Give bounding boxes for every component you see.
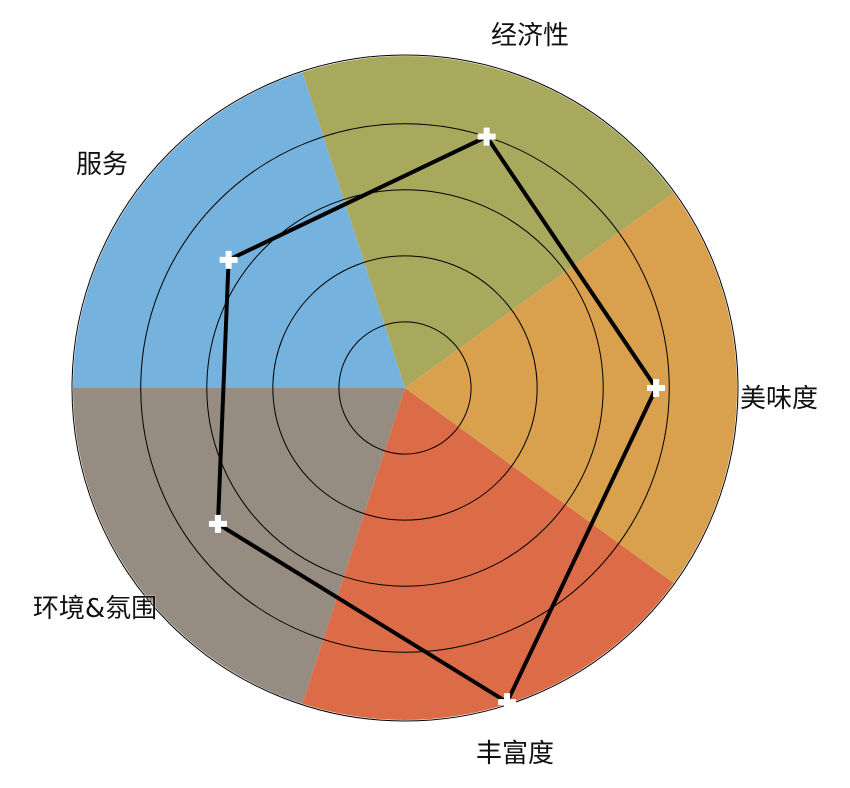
data-point-3: [208, 514, 227, 533]
data-point-1: [647, 379, 666, 397]
sector-4: [73, 72, 405, 388]
sector-2: [302, 388, 674, 721]
axis-label-economy: 经济性: [491, 21, 569, 51]
data-point-2: [498, 693, 517, 712]
grid-ring: [272, 255, 538, 521]
sector-1: [405, 192, 737, 584]
sector-0: [302, 56, 674, 389]
grid-ring: [140, 123, 670, 653]
axis-label-environment: 环境&氛围: [33, 594, 157, 624]
data-point-0: [477, 127, 496, 146]
grid-ring: [206, 189, 604, 587]
data-point-4: [219, 250, 238, 269]
sector-3: [73, 388, 405, 704]
axis-label-variety: 丰富度: [476, 739, 554, 769]
series-line: [215, 134, 659, 706]
grid-ring: [71, 54, 739, 722]
grid-ring: [338, 321, 472, 455]
axis-label-service: 服务: [76, 150, 128, 180]
axis-label-taste: 美味度: [740, 384, 818, 414]
